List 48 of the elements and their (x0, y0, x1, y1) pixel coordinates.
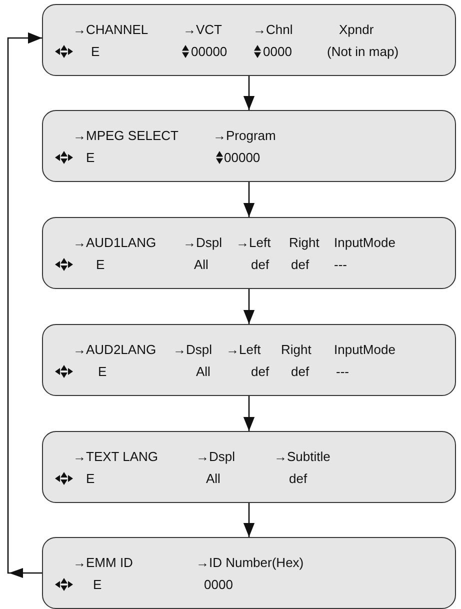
menu-item-text: --- (334, 257, 347, 272)
menu-item-text: →Dspl (196, 449, 236, 464)
menu-item-text: All (206, 471, 220, 486)
menu-screen-box (42, 217, 456, 289)
menu-item-text: →CHANNEL (73, 22, 148, 37)
menu-item-text: def (291, 257, 310, 272)
menu-item-text: →Subtitle (274, 449, 330, 464)
menu-item-text: 00000 (224, 150, 260, 165)
menu-item-text: All (196, 364, 210, 379)
menu-item-text: →EMM ID (73, 555, 133, 570)
menu-item-text: 00000 (191, 44, 228, 59)
menu-screen-box (42, 324, 456, 396)
menu-item-text: (Not in map) (327, 44, 399, 59)
menu-screen-box (42, 537, 456, 609)
menu-item-text: All (194, 257, 208, 272)
menu-item-text: E (86, 471, 95, 486)
menu-item-text: def (251, 364, 270, 379)
menu-item-text: →ID Number(Hex) (196, 555, 304, 570)
menu-item-text: 0000 (204, 577, 233, 592)
menu-item-text: def (251, 257, 270, 272)
menu-item-text: →AUD1LANG (73, 235, 156, 250)
menu-item-text: E (93, 577, 102, 592)
menu-item-text: →MPEG SELECT (73, 128, 178, 143)
menu-item-text: →Program (213, 128, 276, 143)
menu-item-text: E (86, 150, 95, 165)
menu-item-text: →Dspl (173, 342, 212, 357)
menu-screen-box (42, 110, 456, 182)
menu-item-text: InputMode (334, 342, 396, 357)
menu-item-text: --- (336, 364, 349, 379)
menu-item-text: →Left (236, 235, 271, 250)
menu-item-text: →TEXT LANG (73, 449, 158, 464)
menu-item-text: 0000 (263, 44, 292, 59)
menu-screen-box (42, 431, 456, 503)
menu-screen-box (42, 4, 456, 76)
menu-item-text: Right (281, 342, 312, 357)
menu-item-text: E (98, 364, 107, 379)
menu-item-text: Right (289, 235, 320, 250)
menu-item-text: InputMode (334, 235, 396, 250)
menu-item-text: →AUD2LANG (73, 342, 156, 357)
menu-item-text: Xpndr (339, 22, 374, 37)
menu-item-text: E (96, 257, 105, 272)
menu-item-text: →Dspl (183, 235, 222, 250)
menu-item-text: def (291, 364, 310, 379)
menu-item-text: def (289, 471, 308, 486)
menu-item-text: →Left (226, 342, 261, 357)
menu-item-text: →VCT (183, 22, 222, 37)
menu-item-text: E (91, 44, 100, 59)
menu-item-text: →Chnl (253, 22, 293, 37)
